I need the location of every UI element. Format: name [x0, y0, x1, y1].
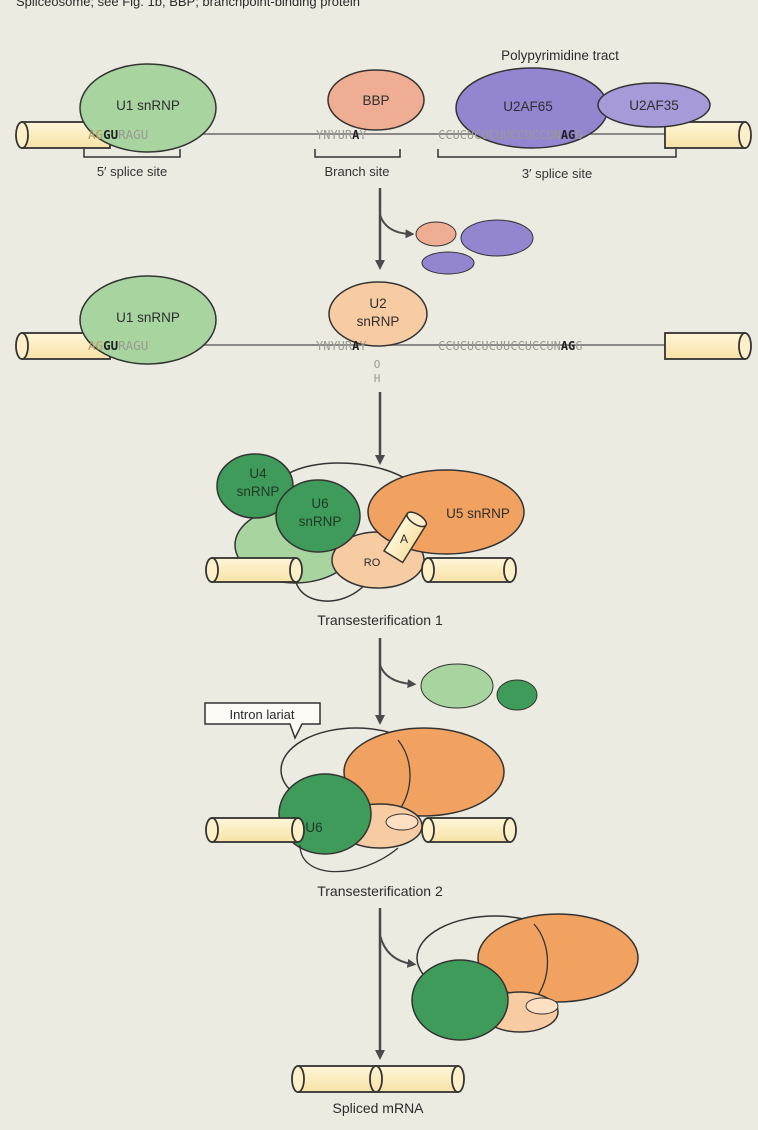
branch-a-tube — [382, 511, 428, 564]
u2-snrnp-label-1: U2 — [369, 296, 386, 311]
u2af65-label: U2AF65 — [503, 99, 553, 114]
step-arrow-4 — [375, 908, 639, 1060]
u6-snrnp-label-2: snRNP — [299, 514, 342, 529]
u4-snrnp-label-1: U4 — [249, 466, 267, 481]
ppt-seq-2: CCUCUCUCUUCCUCCUNAGG — [438, 339, 583, 353]
branch-seq-2: YNYURAY — [316, 339, 367, 353]
transesterification-2-label: Transesterification 2 — [317, 883, 443, 899]
branch-seq: YNYURAY — [316, 128, 367, 142]
exon-left-4 — [205, 817, 305, 843]
u1-snrnp — [79, 63, 217, 153]
released-u6 — [411, 959, 509, 1041]
released-bbp — [415, 221, 457, 247]
five-prime-seq: AGGURAGU — [88, 127, 148, 142]
exon-right-4 — [421, 817, 517, 843]
transesterification-1-label: Transesterification 1 — [317, 612, 443, 628]
u6-snrnp-label-1: U6 — [311, 496, 328, 511]
intron-lariat-callout — [204, 702, 321, 740]
branch-site-label: Branch site — [324, 164, 389, 179]
u5-snrnp-2 — [343, 727, 505, 817]
ppt-seq: CCUCUCUCUUCCUCCUNAGG — [438, 128, 583, 142]
exon-right-1 — [664, 121, 752, 149]
bbp — [327, 69, 425, 131]
five-prime-site-label: 5′ splice site — [97, 164, 167, 179]
five-prime-bracket — [83, 149, 181, 158]
intron-lariat-label: Intron lariat — [229, 707, 294, 722]
three-prime-bracket — [437, 149, 677, 158]
u2af35-label: U2AF35 — [629, 98, 679, 113]
released-u4 — [496, 679, 538, 711]
exon-left-3 — [205, 557, 303, 583]
branch-bracket — [314, 149, 401, 158]
u1-snrnp-2 — [79, 275, 217, 365]
oh-h: H — [374, 372, 381, 385]
u6-snrnp — [275, 479, 361, 553]
five-prime-seq-2: AGGURAGU — [88, 338, 148, 353]
u2-snrnp — [328, 281, 428, 347]
released-u2af35 — [421, 251, 475, 275]
exon-right-3 — [421, 557, 517, 583]
u1-snrnp-label: U1 snRNP — [116, 98, 180, 113]
u6-short-label: U6 — [305, 820, 322, 835]
a-label: A — [400, 532, 408, 546]
spliced-mrna: Spliced mRNA — [291, 1065, 465, 1116]
exon-right-2 — [664, 332, 752, 360]
spliced-mrna-label: Spliced mRNA — [332, 1100, 424, 1116]
polypyrimidine-tract-label: Polypyrimidine tract — [501, 48, 619, 63]
stage-4-lariat: Intron lariat U6 Transesterification 2 — [204, 702, 517, 899]
oh-o: O — [374, 358, 381, 371]
u2-snrnp-label-2: snRNP — [357, 314, 400, 329]
u4-snrnp-label-2: snRNP — [237, 484, 280, 499]
bbp-label: BBP — [362, 93, 389, 108]
header-caption: Spliceosome; see Fig. 1b, BBP; branchpoi… — [16, 0, 360, 9]
u1-snrnp-2-label: U1 snRNP — [116, 310, 180, 325]
u2af35 — [597, 82, 711, 128]
step-arrow-3 — [375, 638, 538, 725]
three-prime-site-label: 3′ splice site — [522, 166, 592, 181]
released-u1 — [420, 663, 494, 709]
stage-2-u2-binding: U1 snRNP U2 snRNP AGGURAGU YNYURAY CCUCU… — [15, 275, 752, 385]
stage-1-assembly: U1 snRNP BBP U2AF65 U2AF35 Polypyrimidin… — [15, 48, 752, 181]
released-u5 — [477, 913, 639, 1003]
u4-snrnp — [216, 453, 294, 519]
released-u2af65 — [460, 219, 534, 257]
stage-3-transesterification-1: U5 snRNP U4 snRNP U6 snRNP A RO Transest… — [205, 453, 525, 628]
step-arrow-1 — [375, 188, 534, 275]
ro-label: RO — [364, 557, 381, 569]
u5-snrnp-label: U5 snRNP — [446, 506, 510, 521]
